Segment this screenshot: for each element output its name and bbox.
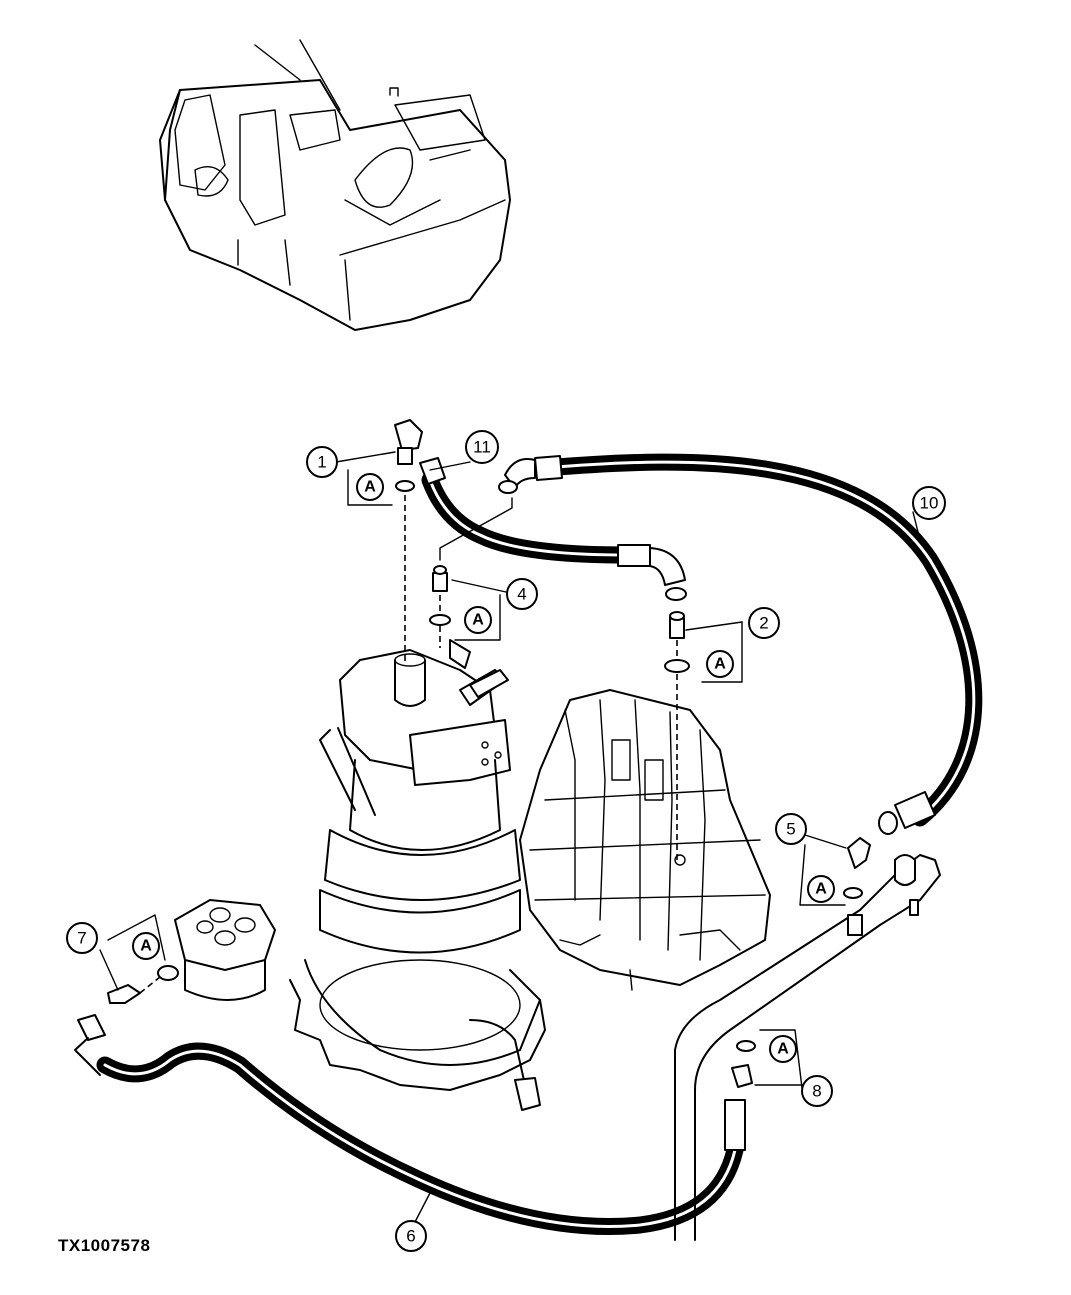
callout-7-label: 7 — [77, 929, 86, 948]
fitting-8 — [731, 1040, 756, 1088]
swing-valve-block — [174, 899, 276, 1001]
callout-4: 4 — [506, 578, 538, 610]
ref-a-7: A — [132, 932, 160, 960]
ref-a-2-label: A — [714, 656, 726, 673]
callout-1-label: 1 — [317, 453, 326, 472]
callout-6: 6 — [395, 1220, 427, 1252]
ref-a-8-label: A — [777, 1041, 789, 1058]
fitting-1 — [394, 419, 423, 665]
callout-8: 8 — [801, 1075, 833, 1107]
callout-11: 11 — [465, 430, 499, 464]
callout-2-label: 2 — [759, 614, 768, 633]
callout-10: 10 — [912, 486, 946, 520]
callout-8-label: 8 — [812, 1082, 821, 1101]
ref-a-4: A — [464, 606, 492, 634]
fitting-5 — [843, 837, 871, 899]
swing-motor — [289, 649, 546, 1111]
ref-a-2: A — [706, 650, 734, 678]
ref-a-4-label: A — [472, 612, 484, 629]
ref-a-5-label: A — [815, 881, 827, 898]
fitting-4 — [429, 497, 513, 698]
ref-a-1-label: A — [364, 479, 376, 496]
fitting-7 — [107, 965, 179, 1004]
hose-fittings — [74, 455, 936, 1151]
callout-6-label: 6 — [406, 1227, 415, 1246]
excavator-overview — [159, 39, 511, 331]
callout-10-label: 10 — [920, 494, 939, 513]
callout-5-label: 5 — [786, 820, 795, 839]
control-valve — [519, 689, 771, 991]
figure-id: TX1007578 — [58, 1236, 151, 1255]
hose-11 — [421, 471, 634, 564]
ref-a-8: A — [769, 1035, 797, 1063]
callout-7: 7 — [66, 922, 98, 954]
ref-a-1: A — [356, 473, 384, 501]
fitting-2 — [664, 611, 690, 860]
hose-10 — [536, 453, 983, 827]
swing-pipe — [674, 854, 941, 1241]
callout-5: 5 — [775, 813, 807, 845]
callout-leaders — [99, 451, 921, 1223]
callout-11-label: 11 — [473, 438, 491, 457]
callout-1: 1 — [306, 446, 338, 478]
ref-a-7-label: A — [140, 938, 152, 955]
callout-4-label: 4 — [517, 585, 526, 604]
hose-6 — [96, 1042, 744, 1235]
callout-2: 2 — [748, 607, 780, 639]
ref-a-5: A — [807, 875, 835, 903]
